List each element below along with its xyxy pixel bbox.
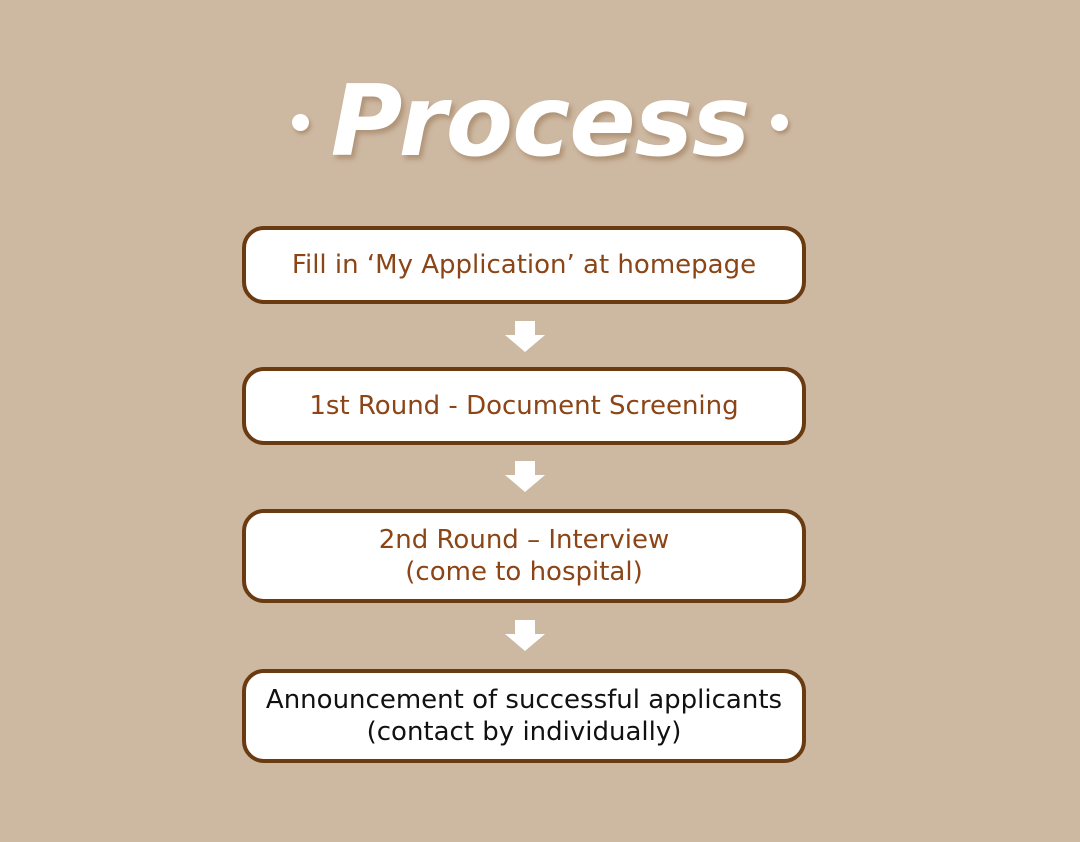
page-title: Process — [330, 65, 751, 179]
step-3-text-line-1: 2nd Round – Interview — [378, 525, 670, 555]
step-4-text-line-1: Announcement of successful applicants — [265, 685, 783, 715]
step-box-2: 1st Round - Document Screening — [242, 367, 806, 445]
step-1-text: Fill in ‘My Application’ at homepage — [291, 250, 757, 280]
step-3-text-line-2: (come to hospital) — [405, 557, 643, 587]
title-right-dot — [771, 113, 789, 131]
step-box-4: Announcement of successful applicants (c… — [242, 669, 806, 763]
title-left-dot — [291, 113, 309, 131]
down-arrow-icon — [505, 321, 545, 352]
down-arrow-icon — [505, 461, 545, 492]
step-box-3: 2nd Round – Interview (come to hospital) — [242, 509, 806, 603]
step-box-1: Fill in ‘My Application’ at homepage — [242, 226, 806, 304]
down-arrow-icon — [505, 620, 545, 651]
title-row: Process — [0, 62, 1080, 182]
step-2-text: 1st Round - Document Screening — [309, 391, 739, 421]
step-4-text-line-2: (contact by individually) — [366, 717, 682, 747]
